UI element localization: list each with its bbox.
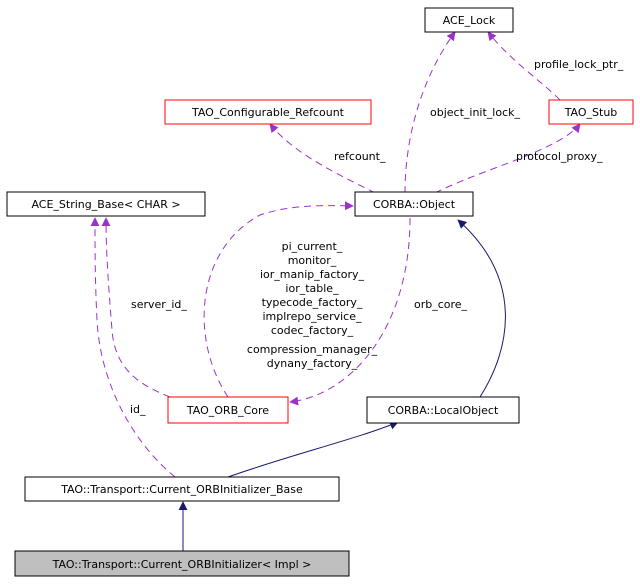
label-refcount: refcount_ bbox=[334, 150, 386, 163]
edges bbox=[90, 31, 581, 551]
edge-id bbox=[90, 217, 176, 478]
label-implrepo-service: implrepo_service_ bbox=[263, 310, 362, 323]
node-ace-string-base[interactable]: ACE_String_Base< CHAR > bbox=[6, 191, 206, 217]
label-protocol-proxy: protocol_proxy_ bbox=[516, 150, 603, 163]
label-ior-manip-factory: ior_manip_factory_ bbox=[260, 268, 365, 281]
node-current-orbinitializer-label: TAO::Transport::Current_ORBInitializer< … bbox=[52, 558, 312, 571]
label-dynany-factory: dynany_factory_ bbox=[267, 357, 358, 370]
edge-orb-core-members bbox=[203, 201, 354, 398]
edge-profile-lock-ptr bbox=[487, 31, 561, 101]
edge-labels: object_init_lock_ profile_lock_ptr_ refc… bbox=[130, 58, 624, 416]
node-tao-orb-core[interactable]: TAO_ORB_Core bbox=[167, 396, 289, 424]
label-orb-core-members: pi_current_ monitor_ ior_manip_factory_ … bbox=[247, 240, 378, 370]
node-tao-orb-core-label: TAO_ORB_Core bbox=[186, 404, 269, 417]
label-ior-table: ior_table_ bbox=[285, 282, 339, 295]
label-id: id_ bbox=[130, 403, 146, 416]
label-compression-manager: compression_manager_ bbox=[247, 343, 378, 356]
node-corba-localobject[interactable]: CORBA::LocalObject bbox=[366, 396, 520, 424]
edge-refcount bbox=[269, 123, 376, 194]
node-corba-localobject-label: CORBA::LocalObject bbox=[388, 404, 499, 417]
edge-localobject-inherits-object bbox=[457, 219, 506, 398]
node-tao-configurable-refcount-label: TAO_Configurable_Refcount bbox=[191, 106, 345, 119]
edge-base-inherits-localobject bbox=[227, 420, 399, 478]
node-tao-stub-label: TAO_Stub bbox=[564, 106, 618, 119]
edge-server-id bbox=[101, 217, 171, 398]
edge-protocol-proxy bbox=[434, 123, 581, 194]
label-server-id: server_id_ bbox=[131, 298, 187, 311]
label-codec-factory: codec_factory_ bbox=[271, 324, 354, 337]
edge-orb-core bbox=[289, 217, 411, 406]
label-pi-current: pi_current_ bbox=[282, 240, 343, 253]
label-object-init-lock: object_init_lock_ bbox=[430, 106, 520, 119]
node-current-orbinitializer[interactable]: TAO::Transport::Current_ORBInitializer< … bbox=[14, 550, 350, 577]
node-ace-lock-label: ACE_Lock bbox=[443, 14, 496, 27]
node-current-orbinitializer-base[interactable]: TAO::Transport::Current_ORBInitializer_B… bbox=[24, 476, 340, 502]
label-typecode-factory: typecode_factory_ bbox=[262, 296, 363, 309]
node-tao-configurable-refcount[interactable]: TAO_Configurable_Refcount bbox=[164, 99, 372, 125]
node-corba-object[interactable]: CORBA::Object bbox=[354, 191, 474, 217]
node-current-orbinitializer-base-label: TAO::Transport::Current_ORBInitializer_B… bbox=[60, 483, 303, 496]
node-corba-object-label: CORBA::Object bbox=[373, 198, 456, 211]
label-profile-lock-ptr: profile_lock_ptr_ bbox=[534, 58, 624, 71]
node-ace-string-base-label: ACE_String_Base< CHAR > bbox=[31, 198, 180, 211]
node-tao-stub[interactable]: TAO_Stub bbox=[548, 99, 634, 125]
node-ace-lock[interactable]: ACE_Lock bbox=[424, 7, 514, 33]
label-monitor: monitor_ bbox=[288, 254, 337, 267]
edge-object-init-lock bbox=[404, 31, 456, 194]
label-orb-core: orb_core_ bbox=[414, 298, 468, 311]
